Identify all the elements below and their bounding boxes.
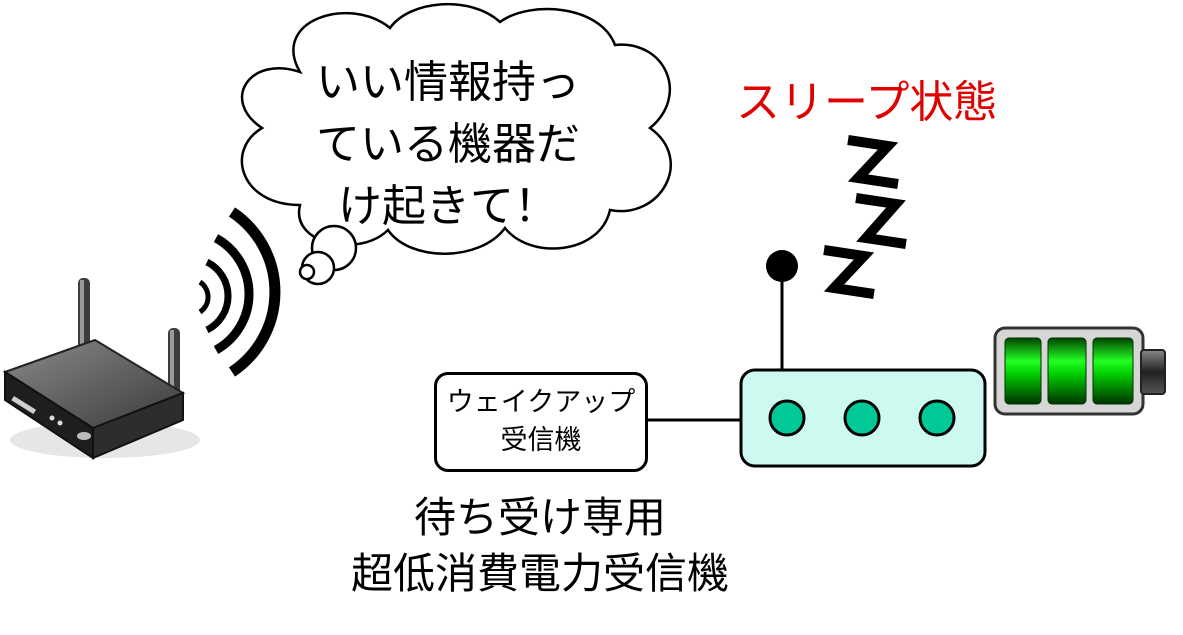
wakeup-receiver-box: ウェイクアップ 受信機 — [434, 372, 648, 472]
receiver-caption: 待ち受け専用 超低消費電力受信機 — [300, 490, 780, 602]
wakeup-receiver-label-1: ウェイクアップ — [446, 387, 636, 418]
bubble-line-1: いい情報持っ — [316, 57, 580, 108]
bubble-line-2: ている機器だ — [316, 119, 580, 170]
zzz-sleep-icon — [823, 135, 907, 299]
iot-device-icon — [648, 250, 987, 468]
wifi-router-icon — [2, 278, 200, 460]
thought-bubble-text: いい情報持っ ている機器だ け起きて！ — [288, 52, 608, 238]
sleep-state-label: スリープ状態 — [736, 77, 998, 128]
wakeup-receiver-label-2: 受信機 — [500, 425, 582, 456]
caption-line-1: 待ち受け専用 — [413, 493, 666, 542]
battery-full-icon — [993, 326, 1166, 416]
caption-line-2: 超低消費電力受信機 — [350, 549, 729, 598]
bubble-line-3: け起きて！ — [338, 181, 558, 232]
thought-bubble-icon — [240, 3, 672, 286]
wireless-signal-icon — [198, 207, 281, 377]
